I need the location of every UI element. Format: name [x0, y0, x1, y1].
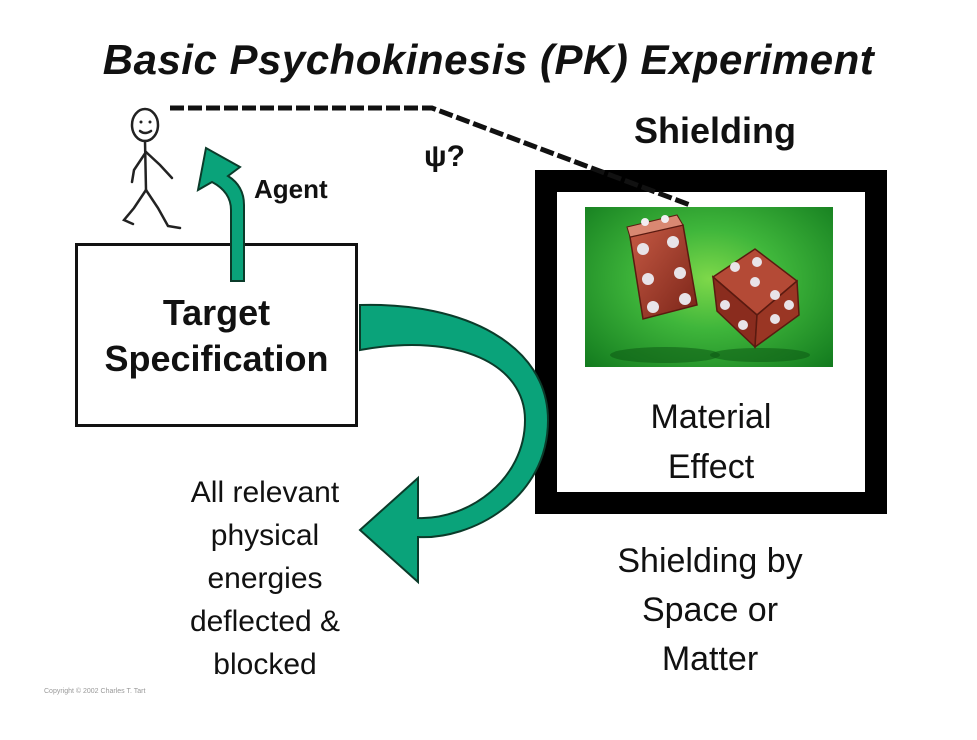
material-label-line-2: Effect: [667, 448, 755, 486]
psi-connection-line: [170, 105, 691, 208]
agent-arrow: [196, 146, 245, 282]
target-specification-label: Target Specification: [75, 290, 358, 382]
shielding-caption-line-2: Space or: [641, 591, 779, 629]
die-left: [626, 214, 698, 320]
material-label-line-1: Material: [650, 398, 772, 436]
deflection-line-3: energies: [207, 562, 323, 595]
deflection-line-5: blocked: [213, 648, 317, 681]
deflection-line-2: physical: [210, 519, 320, 552]
copyright-notice: Copyright © 2002 Charles T. Tart: [44, 688, 146, 695]
target-label-line-1: Target: [162, 292, 271, 333]
shielding-caption: Shielding by Space or Matter: [585, 537, 835, 684]
deflection-arrow: [358, 303, 550, 585]
shielding-heading: Shielding: [634, 110, 796, 151]
dice-icon: [610, 214, 810, 363]
deflection-line-1: All relevant: [190, 476, 340, 509]
shielding-caption-line-3: Matter: [661, 640, 759, 678]
page-title: Basic Psychokinesis (PK) Experiment: [102, 36, 875, 83]
target-label-line-2: Specification: [104, 338, 329, 379]
material-effect-label: Material Effect: [557, 392, 865, 492]
shielding-caption-line-1: Shielding by: [617, 542, 803, 580]
dice-photo: [585, 207, 833, 367]
die-right: [711, 248, 800, 349]
agent-label: Agent: [254, 174, 328, 204]
target-specification-box: [75, 243, 358, 427]
stick-figure-icon: [121, 107, 182, 230]
deflection-line-4: deflected &: [189, 605, 341, 638]
deflection-caption: All relevant physical energies deflected…: [150, 471, 380, 686]
psi-label: ψ?: [424, 140, 465, 173]
